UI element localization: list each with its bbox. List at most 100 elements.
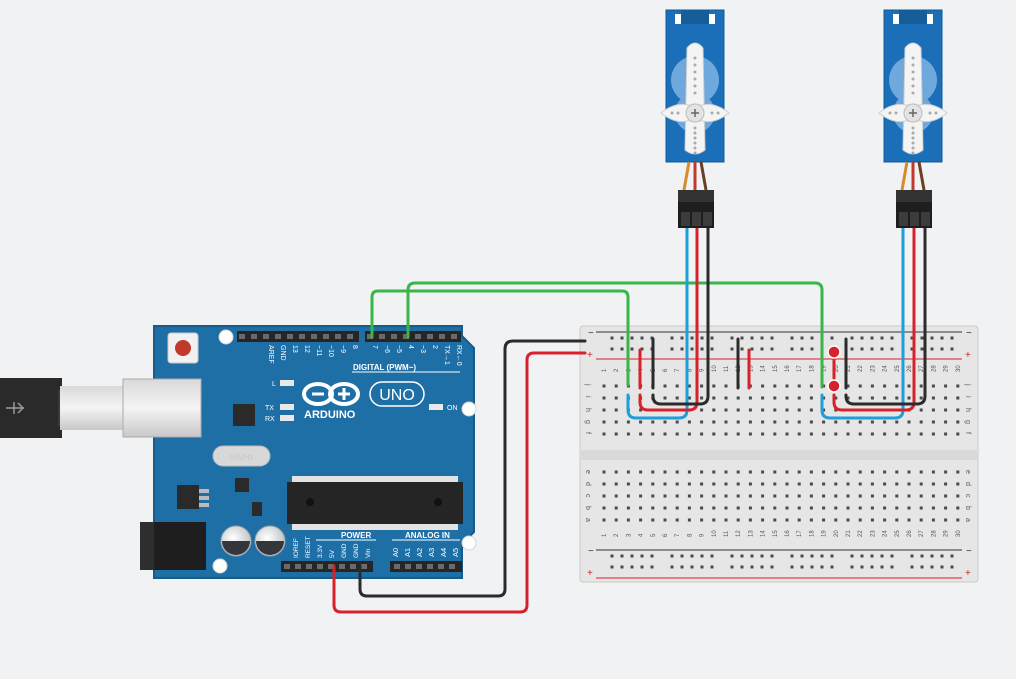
breadboard-hole[interactable]: [895, 494, 899, 498]
breadboard-hole[interactable]: [895, 396, 899, 400]
rail-hole[interactable]: [890, 554, 894, 558]
breadboard-hole[interactable]: [846, 470, 850, 474]
breadboard-hole[interactable]: [639, 482, 643, 486]
breadboard-hole[interactable]: [675, 470, 679, 474]
breadboard-hole[interactable]: [602, 506, 606, 510]
header-pin[interactable]: [335, 334, 341, 339]
breadboard-hole[interactable]: [785, 384, 789, 388]
breadboard-hole[interactable]: [614, 494, 618, 498]
rail-hole[interactable]: [750, 554, 754, 558]
breadboard-hole[interactable]: [736, 482, 740, 486]
servo-motor-1[interactable]: [660, 9, 730, 228]
breadboard-hole[interactable]: [614, 506, 618, 510]
breadboard-hole[interactable]: [626, 420, 630, 424]
breadboard-hole[interactable]: [736, 432, 740, 436]
breadboard-hole[interactable]: [785, 494, 789, 498]
breadboard-hole[interactable]: [602, 420, 606, 424]
breadboard-hole[interactable]: [822, 408, 826, 412]
breadboard-hole[interactable]: [614, 482, 618, 486]
breadboard-hole[interactable]: [639, 494, 643, 498]
breadboard-hole[interactable]: [797, 384, 801, 388]
header-pin[interactable]: [350, 564, 356, 569]
header-pin[interactable]: [299, 334, 305, 339]
breadboard-hole[interactable]: [944, 482, 948, 486]
rail-hole[interactable]: [740, 554, 744, 558]
rail-hole[interactable]: [920, 565, 924, 569]
breadboard-hole[interactable]: [834, 518, 838, 522]
breadboard-hole[interactable]: [602, 482, 606, 486]
breadboard-hole[interactable]: [956, 482, 960, 486]
breadboard-hole[interactable]: [870, 494, 874, 498]
breadboard-hole[interactable]: [822, 506, 826, 510]
breadboard-hole[interactable]: [895, 518, 899, 522]
breadboard-hole[interactable]: [736, 506, 740, 510]
header-pin[interactable]: [339, 564, 345, 569]
header-pin[interactable]: [367, 334, 373, 339]
breadboard-hole[interactable]: [809, 482, 813, 486]
breadboard-hole[interactable]: [797, 420, 801, 424]
breadboard[interactable]: − − + + − − + + 112233445566778899101011…: [579, 325, 979, 583]
rail-hole[interactable]: [730, 347, 734, 351]
breadboard-hole[interactable]: [809, 408, 813, 412]
breadboard-hole[interactable]: [822, 482, 826, 486]
rail-hole[interactable]: [860, 347, 864, 351]
breadboard-hole[interactable]: [931, 470, 935, 474]
rail-hole[interactable]: [760, 347, 764, 351]
breadboard-hole[interactable]: [944, 432, 948, 436]
breadboard-hole[interactable]: [846, 420, 850, 424]
servo-horn[interactable]: [902, 42, 924, 155]
breadboard-hole[interactable]: [639, 518, 643, 522]
breadboard-hole[interactable]: [883, 470, 887, 474]
breadboard-hole[interactable]: [956, 518, 960, 522]
breadboard-hole[interactable]: [748, 420, 752, 424]
breadboard-hole[interactable]: [809, 470, 813, 474]
breadboard-hole[interactable]: [907, 506, 911, 510]
breadboard-hole[interactable]: [736, 518, 740, 522]
rail-hole[interactable]: [940, 554, 944, 558]
breadboard-hole[interactable]: [858, 384, 862, 388]
breadboard-hole[interactable]: [687, 384, 691, 388]
rail-hole[interactable]: [890, 565, 894, 569]
rail-hole[interactable]: [650, 565, 654, 569]
breadboard-hole[interactable]: [809, 396, 813, 400]
breadboard-hole[interactable]: [834, 494, 838, 498]
breadboard-hole[interactable]: [919, 494, 923, 498]
rail-hole[interactable]: [790, 565, 794, 569]
rail-hole[interactable]: [880, 347, 884, 351]
breadboard-hole[interactable]: [687, 420, 691, 424]
breadboard-hole[interactable]: [663, 494, 667, 498]
breadboard-hole[interactable]: [700, 506, 704, 510]
header-pin[interactable]: [251, 334, 257, 339]
breadboard-hole[interactable]: [712, 482, 716, 486]
breadboard-hole[interactable]: [614, 518, 618, 522]
breadboard-hole[interactable]: [712, 518, 716, 522]
header-pin[interactable]: [415, 334, 421, 339]
breadboard-hole[interactable]: [761, 470, 765, 474]
breadboard-hole[interactable]: [773, 420, 777, 424]
breadboard-hole[interactable]: [822, 384, 826, 388]
breadboard-hole[interactable]: [724, 518, 728, 522]
breadboard-hole[interactable]: [956, 494, 960, 498]
breadboard-hole[interactable]: [761, 432, 765, 436]
rail-hole[interactable]: [740, 347, 744, 351]
breadboard-hole[interactable]: [626, 518, 630, 522]
rail-hole[interactable]: [850, 554, 854, 558]
breadboard-hole[interactable]: [724, 470, 728, 474]
breadboard-hole[interactable]: [858, 518, 862, 522]
breadboard-hole[interactable]: [687, 482, 691, 486]
breadboard-hole[interactable]: [919, 482, 923, 486]
rail-hole[interactable]: [610, 554, 614, 558]
breadboard-hole[interactable]: [895, 432, 899, 436]
rail-hole[interactable]: [800, 336, 804, 340]
rail-hole[interactable]: [850, 565, 854, 569]
breadboard-hole[interactable]: [724, 396, 728, 400]
header-pin[interactable]: [439, 334, 445, 339]
breadboard-hole[interactable]: [822, 470, 826, 474]
rail-hole[interactable]: [930, 336, 934, 340]
header-pin[interactable]: [275, 334, 281, 339]
breadboard-hole[interactable]: [956, 408, 960, 412]
breadboard-hole[interactable]: [785, 396, 789, 400]
breadboard-hole[interactable]: [931, 494, 935, 498]
breadboard-hole[interactable]: [700, 482, 704, 486]
breadboard-hole[interactable]: [944, 470, 948, 474]
